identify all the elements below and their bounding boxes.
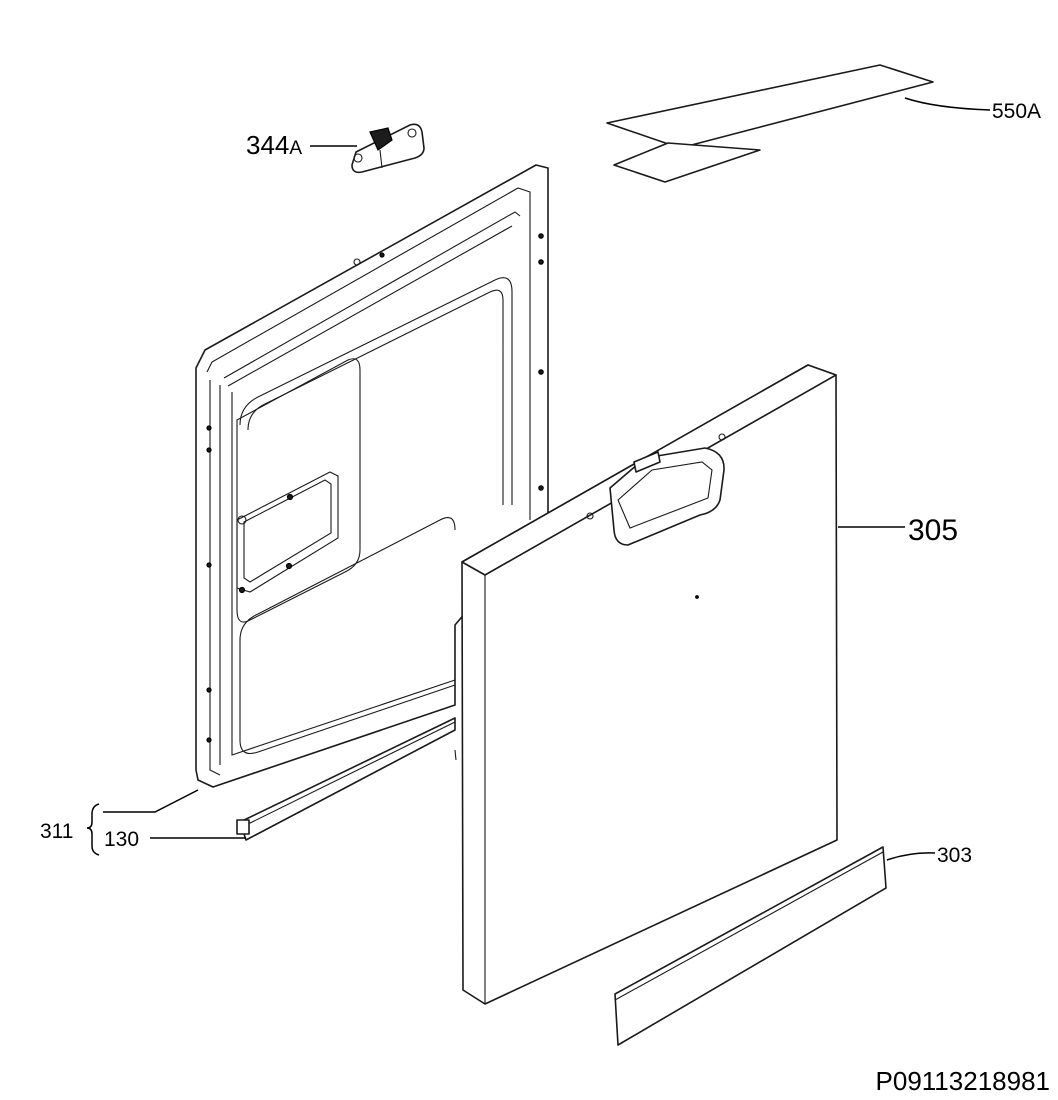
callout-130: 130 (104, 828, 139, 851)
callout-344a-number: 344 (246, 130, 289, 160)
kick-strip (614, 846, 887, 1046)
drawing-id: P09113218981 (876, 1066, 1050, 1096)
outer-door-panel (454, 364, 838, 1005)
callout-550a: 550A (992, 100, 1041, 123)
callout-344a-suffix: A (289, 138, 302, 159)
callout-311: 311 (40, 820, 73, 843)
leader-lines (86, 97, 991, 861)
callout-305: 305 (908, 514, 958, 547)
inner-door-frame (195, 164, 549, 788)
callout-303: 303 (937, 844, 972, 867)
door-latch (351, 123, 425, 174)
seal-strip (236, 717, 456, 841)
tape-strip (606, 64, 934, 183)
callout-344a: 344A (246, 130, 302, 160)
